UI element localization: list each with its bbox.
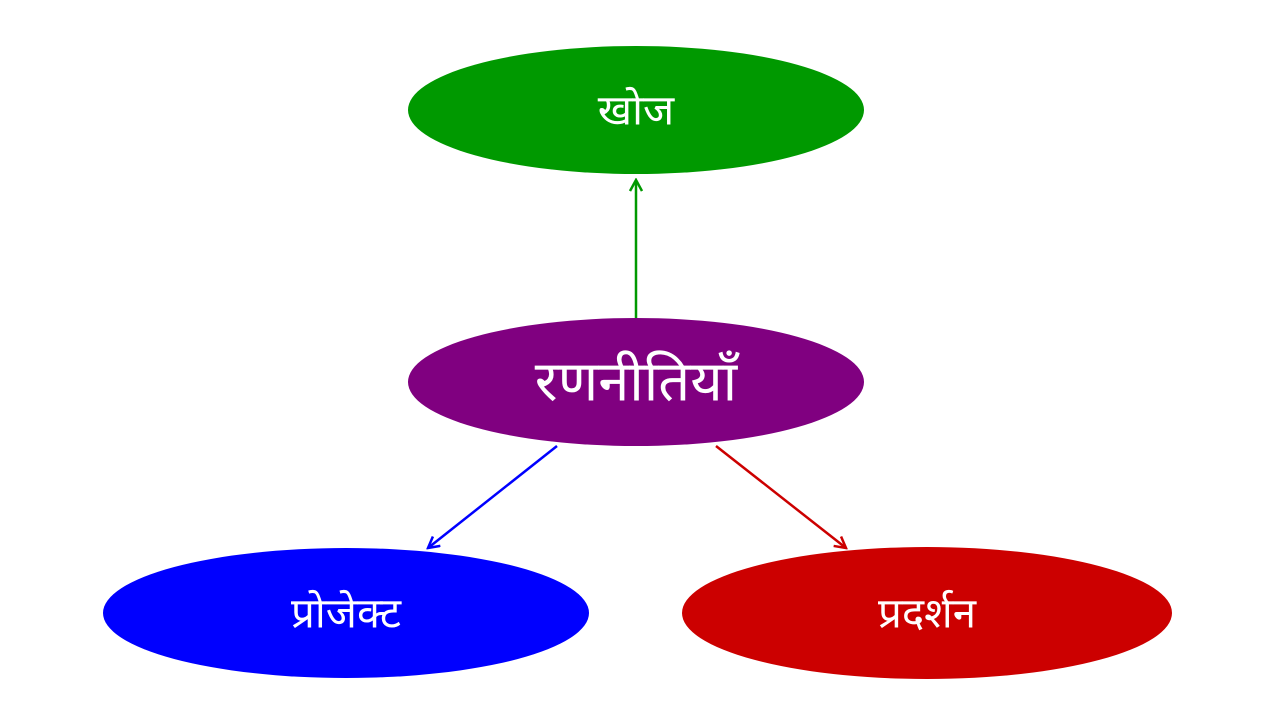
node-left-shape [103, 548, 589, 678]
edge-center-to-left [428, 445, 558, 548]
node-center-label: रणनीतियाँ [535, 350, 740, 415]
node-right[interactable]: प्रदर्शन [682, 547, 1172, 679]
node-right-shape [682, 547, 1172, 679]
node-top-shape [408, 46, 864, 174]
node-center-shape [408, 318, 864, 446]
node-top-label: खोज [598, 86, 675, 135]
node-top[interactable]: खोज [408, 46, 864, 174]
node-left-label: प्रोजेक्ट [291, 589, 402, 638]
node-right-label: प्रदर्शन [878, 589, 977, 638]
node-left[interactable]: प्रोजेक्ट [103, 548, 589, 678]
edge-center-to-right [715, 445, 846, 548]
node-center[interactable]: रणनीतियाँ [408, 318, 864, 446]
